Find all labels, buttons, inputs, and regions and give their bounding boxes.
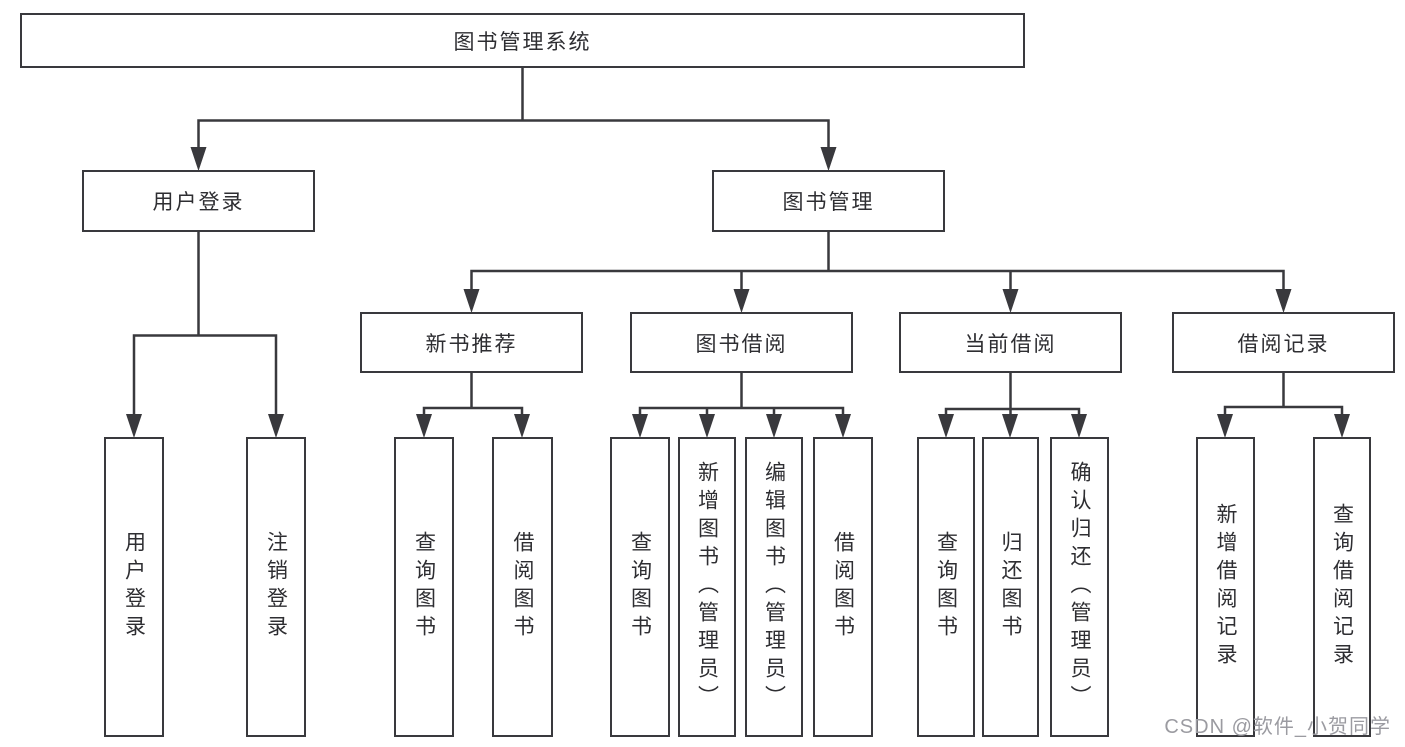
arrowhead	[820, 147, 837, 171]
leaf-user-login: 用户登录	[104, 437, 164, 737]
node-label: 查询图书	[934, 531, 958, 643]
arrowhead	[463, 289, 480, 313]
leaf-query-books-3: 查询图书	[917, 437, 975, 737]
node-library-management-system: 图书管理系统	[20, 13, 1025, 68]
leaf-edit-book-admin: 编辑图书（管理员）	[745, 437, 803, 737]
node-label: 借阅记录	[1237, 332, 1330, 356]
connector-new-book-recommend	[422, 372, 524, 416]
leaf-query-borrow-record: 查询借阅记录	[1313, 437, 1371, 737]
leaf-add-borrow-record: 新增借阅记录	[1196, 437, 1255, 737]
node-label: 图书管理系统	[453, 30, 592, 54]
leaf-return-book: 归还图书	[982, 437, 1039, 737]
node-label: 查询图书	[412, 531, 436, 643]
node-label: 借阅图书	[831, 531, 855, 643]
arrowhead	[766, 414, 782, 438]
arrowhead	[733, 289, 750, 313]
connector-borrow-records	[1223, 372, 1344, 416]
arrowhead	[1071, 414, 1087, 438]
arrowhead	[190, 147, 207, 171]
node-book-management: 图书管理	[712, 170, 945, 232]
arrowhead	[1002, 414, 1018, 438]
node-label: 新增借阅记录	[1214, 503, 1237, 671]
leaf-logout: 注销登录	[246, 437, 306, 737]
connector-book-management	[470, 231, 1285, 291]
node-label: 借阅图书	[511, 531, 534, 643]
arrowhead	[514, 414, 530, 438]
node-label: 新书推荐	[425, 332, 518, 356]
leaf-borrow-books-1: 借阅图书	[492, 437, 553, 737]
node-new-book-recommend: 新书推荐	[360, 312, 583, 373]
node-borrow-records: 借阅记录	[1172, 312, 1395, 373]
node-label: 归还图书	[999, 531, 1022, 643]
node-label: 注销登录	[264, 531, 288, 643]
node-label: 确认归还（管理员）	[1068, 461, 1091, 713]
arrowhead	[938, 414, 954, 438]
arrowhead	[1275, 289, 1292, 313]
arrowhead	[268, 414, 284, 438]
arrowhead	[835, 414, 851, 438]
arrowhead	[1002, 289, 1019, 313]
connector-current-borrow	[944, 372, 1081, 416]
node-label: 新增图书（管理员）	[695, 461, 719, 713]
arrowheads	[126, 147, 1350, 438]
node-label: 查询借阅记录	[1330, 503, 1354, 671]
connector-book-borrow	[638, 372, 845, 416]
arrowhead	[416, 414, 432, 438]
leaf-borrow-books-2: 借阅图书	[813, 437, 873, 737]
connector-root	[197, 67, 830, 149]
node-label: 用户登录	[122, 531, 146, 643]
node-label: 当前借阅	[964, 332, 1057, 356]
node-label: 图书借阅	[695, 332, 788, 356]
node-label: 用户登录	[152, 191, 245, 214]
arrowhead	[699, 414, 715, 438]
node-book-borrow: 图书借阅	[630, 312, 853, 373]
node-label: 查询图书	[628, 531, 652, 643]
arrowhead	[126, 414, 142, 438]
node-current-borrow: 当前借阅	[899, 312, 1122, 373]
leaf-confirm-return-admin: 确认归还（管理员）	[1050, 437, 1109, 737]
node-user-login: 用户登录	[82, 170, 315, 232]
leaf-query-books-1: 查询图书	[394, 437, 454, 737]
connector-user-login	[132, 231, 278, 417]
arrowhead	[632, 414, 648, 438]
leaf-query-books-2: 查询图书	[610, 437, 670, 737]
arrowhead	[1217, 414, 1233, 438]
node-label: 图书管理	[782, 191, 875, 214]
watermark: CSDN @软件_小贺同学	[1164, 716, 1391, 738]
arrowhead	[1334, 414, 1350, 438]
leaf-add-book-admin: 新增图书（管理员）	[678, 437, 736, 737]
node-label: 编辑图书（管理员）	[762, 461, 786, 713]
